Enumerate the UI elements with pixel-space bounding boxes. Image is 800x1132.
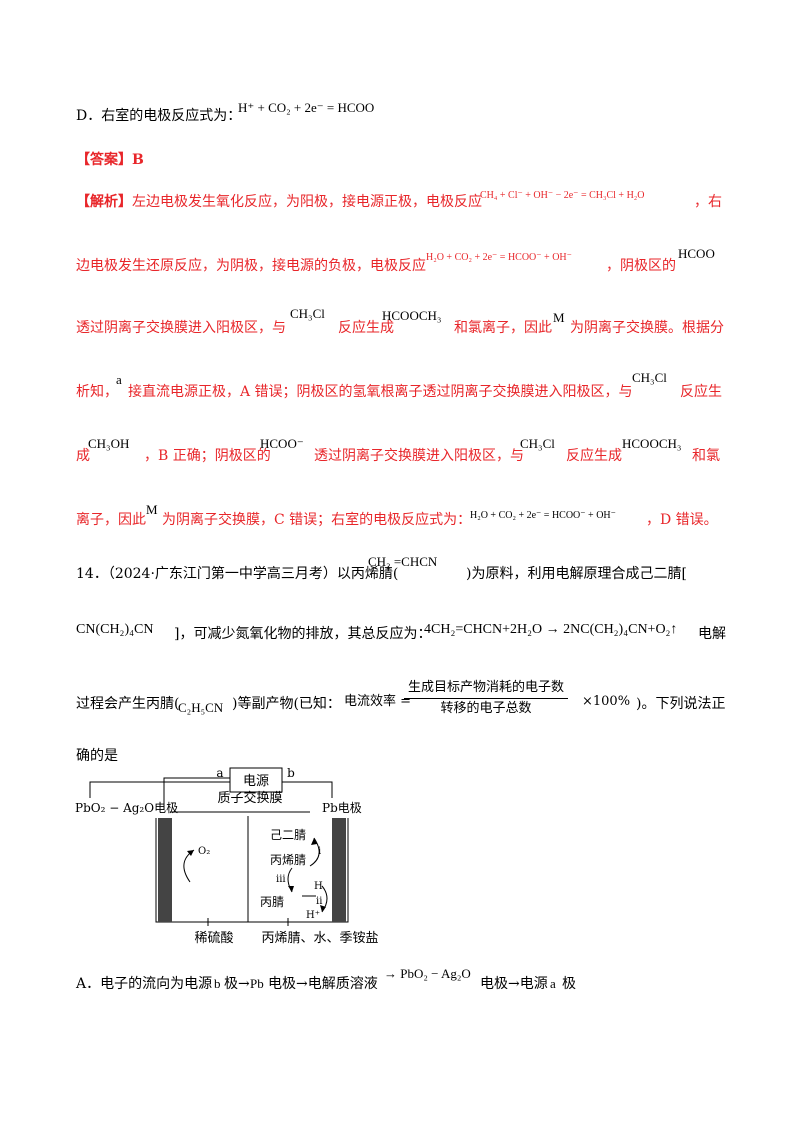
left-electrode-label: PbO₂ − Ag₂O电极: [75, 801, 178, 815]
question-text: 电解: [698, 626, 726, 642]
answer-value: B: [132, 152, 144, 168]
arrow-head: [311, 838, 317, 845]
option-a-text: 电极→电源: [480, 976, 548, 992]
arrow-head: [187, 850, 194, 856]
formula: CH₄ + Cl⁻ + OH⁻ − 2e⁻ = CH₃Cl + H₂O: [480, 190, 645, 201]
analysis-text: ，D 错误。: [646, 512, 718, 528]
h-label-2: H⁺: [306, 910, 320, 921]
analysis-text: 和氯离子，因此: [454, 320, 552, 336]
step-ii-label: ii: [316, 896, 322, 907]
analysis-text: 反应生: [680, 384, 722, 400]
formula: CH₃Cl: [632, 370, 667, 385]
analysis-text: ，阴极区的: [606, 258, 676, 274]
percent-factor: ×100%: [582, 694, 631, 709]
analysis-text: 析知，: [76, 384, 118, 400]
power-source-box: [229, 767, 283, 793]
formula: CH₃OH: [88, 436, 130, 451]
analysis-text: 反应生成: [338, 320, 394, 336]
formula: HCOO: [678, 246, 715, 261]
left-electrode: [158, 818, 172, 922]
formula: M: [146, 502, 158, 517]
formula: HCOO⁻: [260, 436, 304, 451]
formula: a: [550, 976, 556, 991]
left-solution-label: 稀硫酸: [194, 931, 233, 946]
analysis-text: ，右: [694, 194, 722, 210]
o2-label: O₂: [198, 846, 210, 857]
option-d-formula: H⁺ + CO₂ + 2e⁻ = HCOO: [238, 100, 375, 115]
terminal-a-label: a: [216, 766, 223, 780]
question-text: )等副产物(已知：: [232, 696, 341, 712]
answer-tag: 【答案】: [76, 152, 132, 168]
question-text: ]，可减少氮氧化物的排放，其总反应为：: [174, 626, 432, 642]
formula: C₂H₅CN: [178, 700, 224, 715]
analysis-text: 为阴离子交换膜，C 错误；右室的电极反应式为：: [162, 512, 472, 528]
option-a-text: 极→: [224, 976, 250, 992]
o2-arrow: [183, 849, 195, 883]
membrane-label: 质子交换膜: [217, 790, 282, 806]
formula: a: [116, 372, 122, 387]
formula: CH₃Cl: [520, 436, 555, 451]
option-a-text: A．电子的流向为电源: [76, 976, 213, 992]
option-a-text: 极: [562, 976, 576, 992]
wire-right: [282, 781, 333, 798]
arrow-head: [288, 886, 294, 892]
analysis-text: 和氯: [692, 448, 720, 464]
formula: CH₂ =CHCN: [368, 554, 438, 569]
formula: M: [553, 310, 565, 325]
option-d-label: D．右室的电极反应式为：: [76, 108, 242, 124]
formula: b: [214, 976, 221, 991]
analysis-text: 为阴离子交换膜。根据分: [570, 320, 724, 336]
electrolysis-diagram: 电源 a b 质子交换膜 PbO₂ − Ag₂O电极 Pb电极 O₂ 己二腈 丙…: [75, 766, 379, 946]
analysis-text: 边电极发生还原反应，为阴极，接电源的负极，电极反应: [76, 258, 426, 274]
formula: H₂O + CO₂ + 2e⁻ = HCOO⁻ + OH⁻: [470, 510, 616, 521]
analysis-text: 接直流电源正极，A 错误；阴极区的氢氧根离子透过阴离子交换膜进入阳极区，与: [128, 384, 633, 400]
question-text: 过程会产生丙腈(: [76, 696, 180, 712]
wire-left: [89, 781, 230, 798]
formula: HCOOCH₃: [382, 308, 442, 323]
formula: 4CH₂=CHCN+2H₂O → 2NC(CH₂)₄CN+O₂↑: [424, 622, 678, 637]
formula: HCOOCH₃: [622, 436, 682, 451]
right-electrode-label: Pb电极: [322, 801, 362, 815]
arrow-i: [309, 837, 320, 867]
formula: CN(CH₂)₄CN: [76, 622, 154, 637]
adiponitrile-label: 己二腈: [270, 828, 306, 842]
acrylonitrile-label: 丙烯腈: [270, 853, 306, 867]
analysis-text: 成: [76, 448, 90, 464]
right-electrode: [332, 818, 346, 922]
efficiency-label: 电流效率 =: [344, 694, 412, 709]
fraction-numerator: 生成目标产物消耗的电子数: [404, 678, 569, 699]
analysis-tag: 【解析】: [76, 194, 132, 210]
arrow-head: [320, 905, 326, 912]
option-a-text: 电极→电解质溶液: [268, 976, 378, 992]
fraction-denominator: 转移的电子总数: [440, 701, 532, 716]
terminal-b-label: b: [287, 766, 295, 780]
right-solution-label: 丙烯腈、水、季铵盐: [261, 931, 378, 946]
formula: Pb: [250, 976, 264, 991]
question-text: 确的是: [76, 748, 118, 764]
analysis-text: ，B 正确；阴极区的: [144, 448, 271, 464]
cell-container: [155, 818, 349, 923]
h-label-1: H: [314, 881, 323, 892]
propionitrile-label: 丙腈: [260, 895, 284, 909]
question-text: )为原料，利用电解原理合成己二腈[: [466, 566, 687, 582]
power-source-label: 电源: [243, 774, 269, 789]
efficiency-fraction: 生成目标产物消耗的电子数 转移的电子总数: [404, 678, 569, 719]
step-iii-label: iii: [276, 874, 286, 885]
formula: CH₃Cl: [290, 306, 325, 321]
analysis-text: 透过阴离子交换膜进入阳极区，与: [76, 320, 286, 336]
analysis-text: 透过阴离子交换膜进入阳极区，与: [314, 448, 524, 464]
question-text: 14．（2024·广东江门第一中学高三月考）以丙烯腈(: [76, 566, 399, 582]
analysis-text: 左边电极发生氧化反应，为阳极，接电源正极，电极反应: [132, 194, 482, 210]
formula: → PbO₂ − Ag₂O: [384, 966, 471, 981]
question-text: )。下列说法正: [636, 696, 726, 712]
analysis-text: 反应生成: [566, 448, 622, 464]
formula: H₂O + CO₂ + 2e⁻ = HCOO⁻ + OH⁻: [426, 252, 572, 263]
q14-line-3: 过程会产生丙腈( C₂H₅CN )等副产物(已知： 电流效率 = 生成目标产物消…: [0, 680, 800, 730]
analysis-text: 离子，因此: [76, 512, 146, 528]
